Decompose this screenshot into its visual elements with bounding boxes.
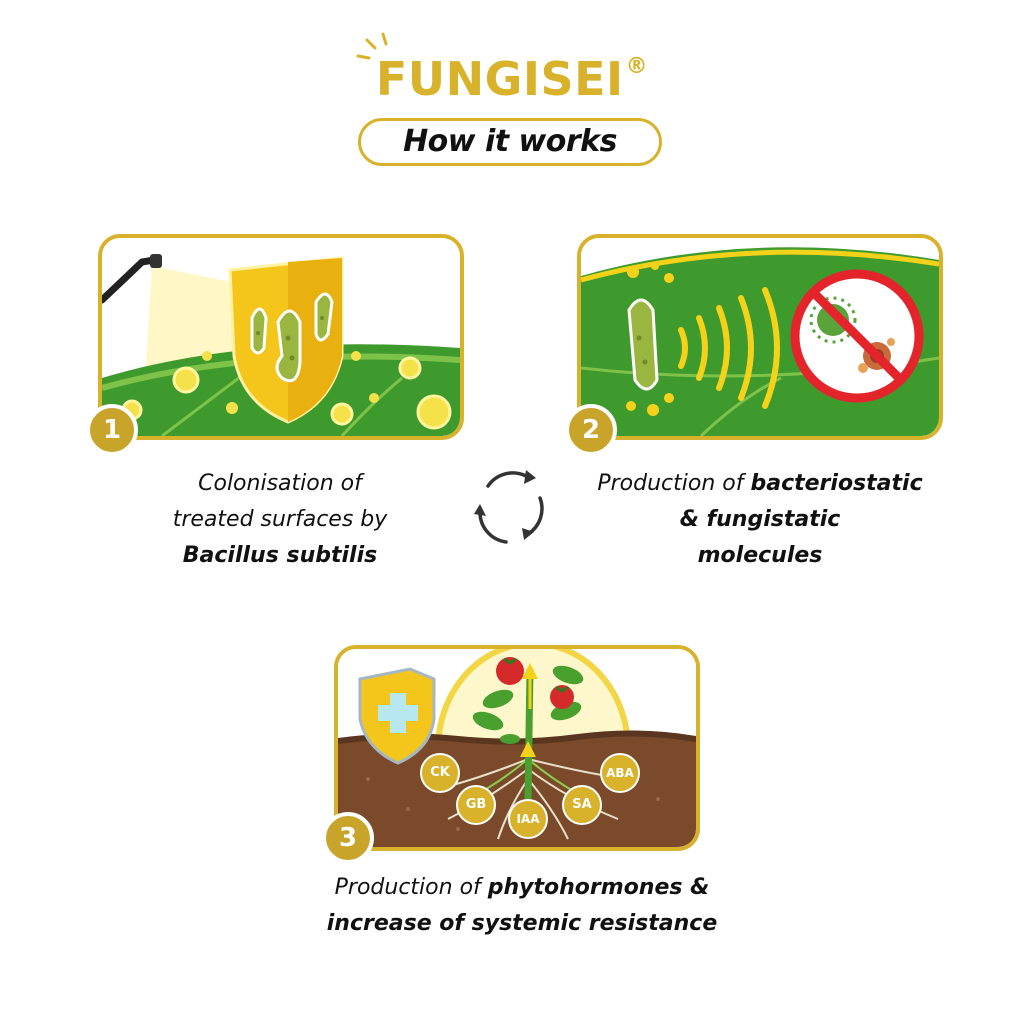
step1-number-badge: 1: [86, 404, 138, 456]
step3-caption: Production of phytohormones & increase o…: [326, 875, 718, 936]
step1-illustration: [98, 234, 464, 440]
step3-illustration: CK ABA GB IAA SA: [334, 645, 700, 851]
hormone-aba: ABA: [600, 753, 640, 793]
hormone-ck: CK: [420, 753, 460, 793]
sparkle-icon: [356, 32, 388, 60]
how-it-works-pill: How it works: [358, 118, 662, 166]
step2-illustration: [577, 234, 943, 440]
step1-caption: Colonisation of treated surfaces by Baci…: [172, 471, 388, 568]
hormone-gb: GB: [456, 785, 496, 825]
step3-number-badge: 3: [322, 812, 374, 864]
brand-title: FUNGISEI®: [375, 52, 649, 106]
cycle-arrows-icon: [474, 470, 544, 544]
step2-number-badge: 2: [565, 404, 617, 456]
hormone-sa: SA: [562, 785, 602, 825]
hormone-iaa: IAA: [508, 799, 548, 839]
step2-caption: Production of bacteriostatic & fungistat…: [597, 471, 923, 568]
